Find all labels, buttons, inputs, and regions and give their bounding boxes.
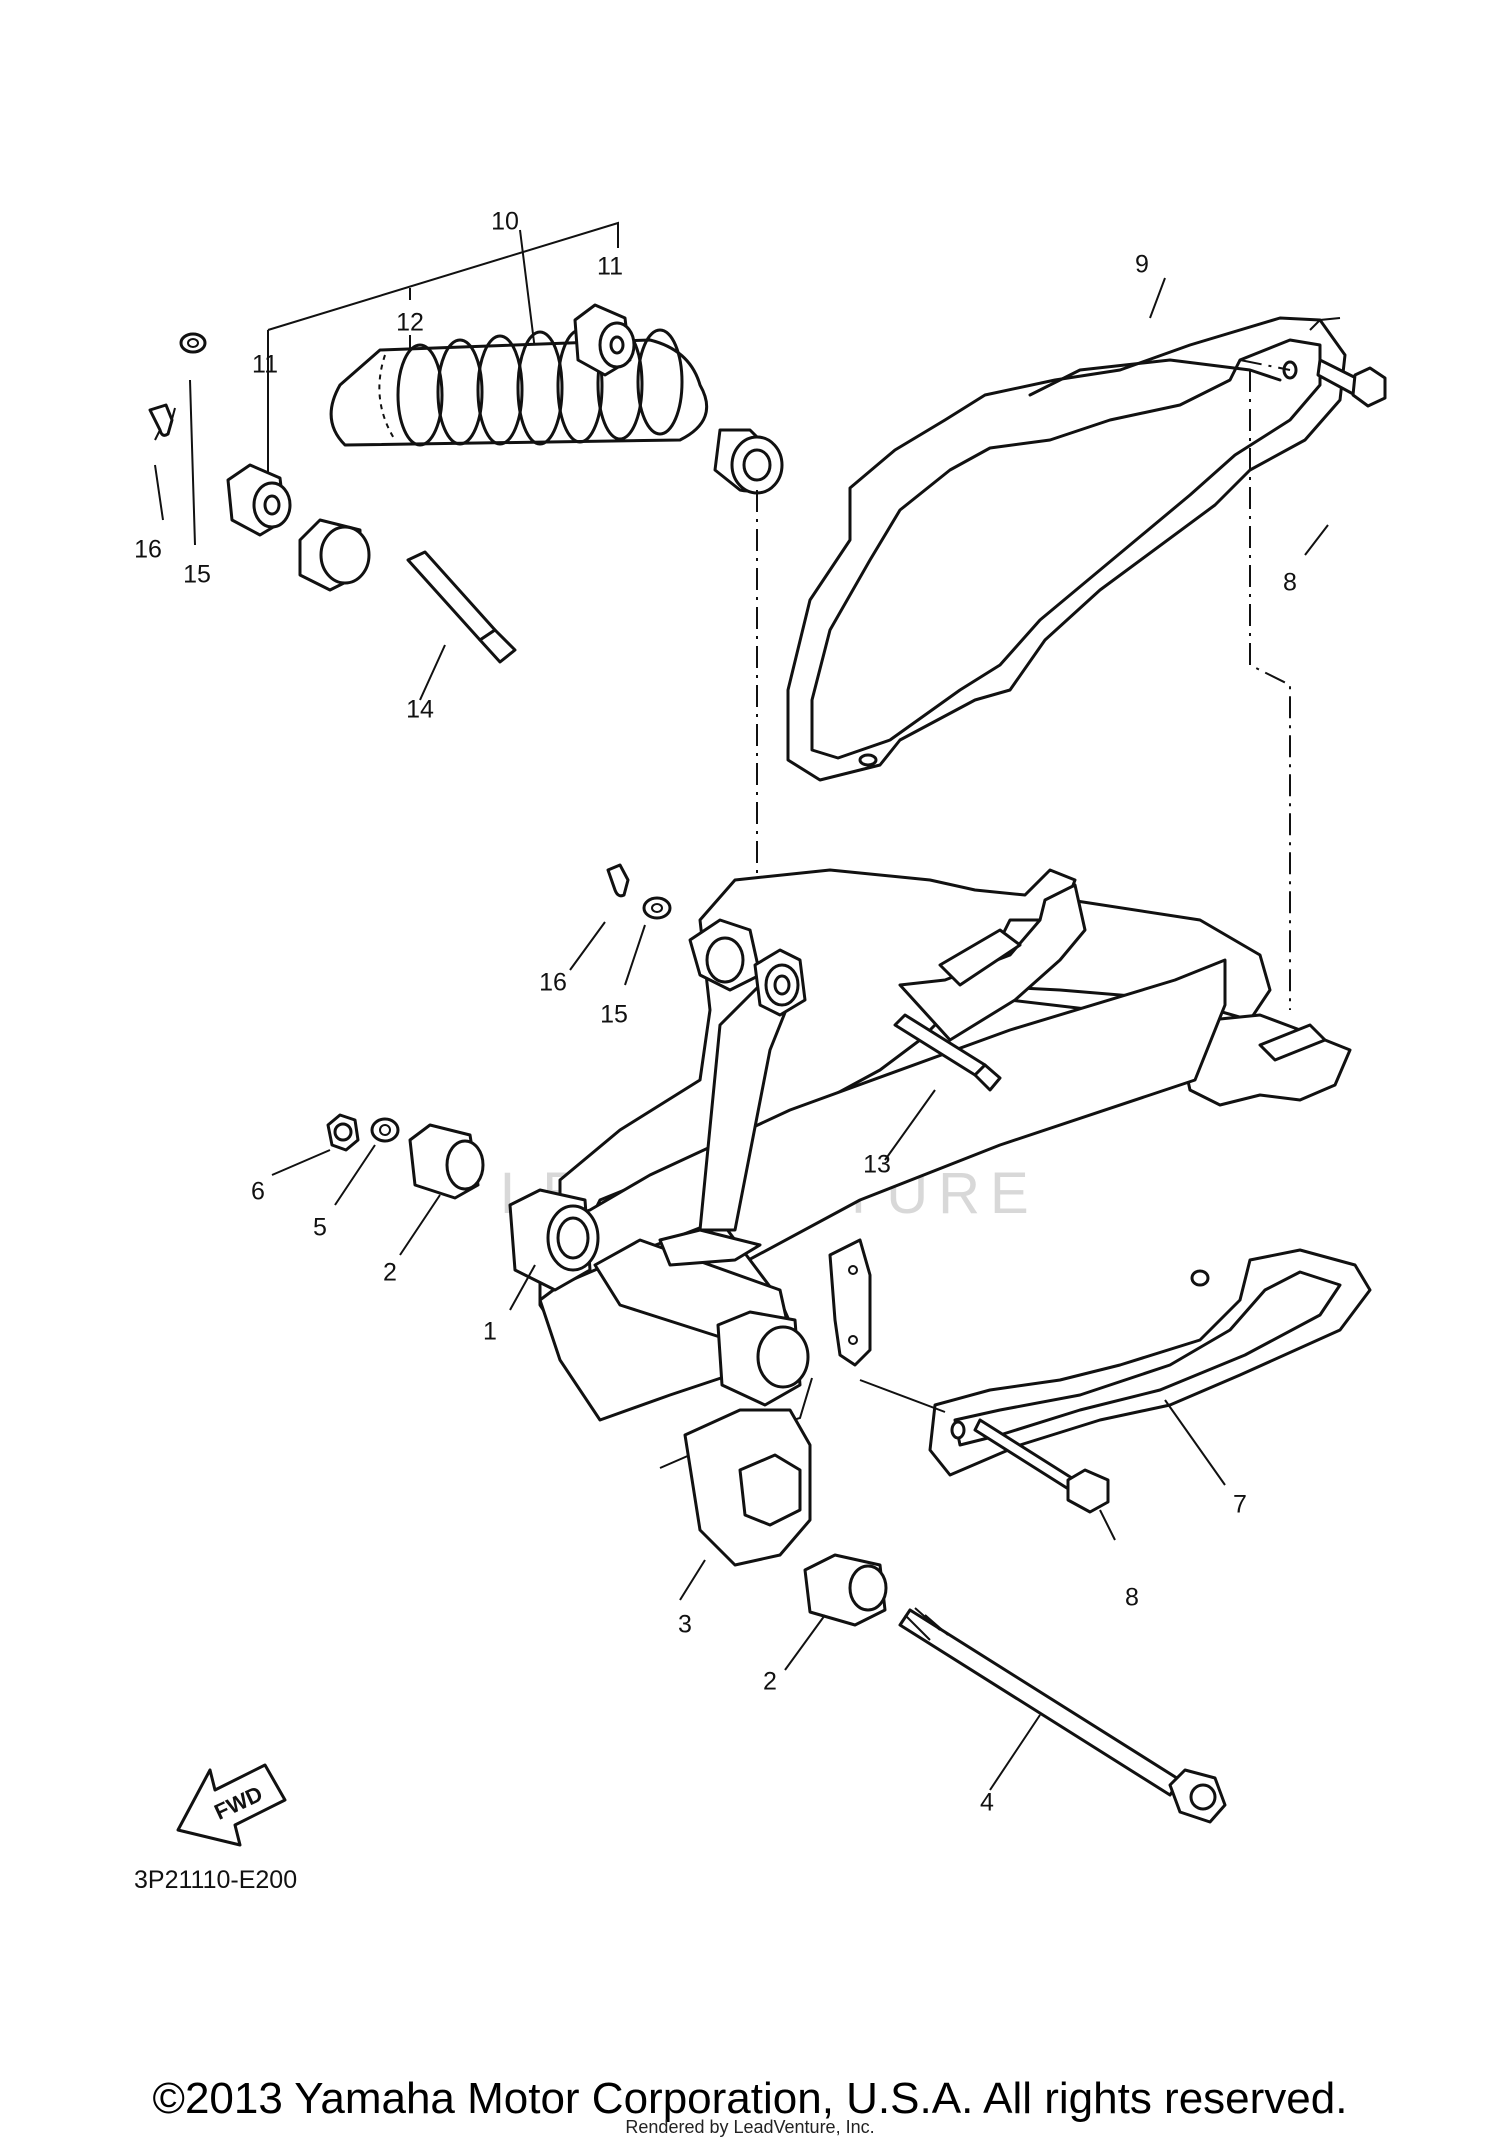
callout-11-left: 11	[252, 350, 278, 379]
callout-1: 1	[483, 1317, 497, 1346]
fwd-arrow-icon: FWD	[176, 1763, 287, 1847]
callout-12: 12	[396, 308, 424, 337]
callout-16-lower: 16	[539, 968, 567, 997]
chain-case	[786, 277, 1387, 1010]
callout-9: 9	[1135, 250, 1149, 279]
callout-15-upper: 15	[183, 560, 211, 589]
left-pivot-hardware	[271, 1113, 485, 1256]
callout-8-lower: 8	[1125, 1583, 1139, 1612]
lower-bushing	[784, 1553, 888, 1671]
callout-5: 5	[313, 1213, 327, 1242]
callout-10: 10	[491, 207, 519, 236]
copyright-notice: ©2013 Yamaha Motor Corporation, U.S.A. A…	[152, 2074, 1348, 2123]
callout-8-upper: 8	[1283, 568, 1297, 597]
callout-14: 14	[406, 695, 434, 724]
swingarm	[508, 868, 1352, 1422]
shock-lower-mount-hardware	[569, 863, 1002, 1092]
callout-15-lower: 15	[600, 1000, 628, 1029]
callout-16-upper: 16	[134, 535, 162, 564]
rendered-by-notice: Rendered by LeadVenture, Inc.	[625, 2117, 875, 2137]
pivot-shaft	[898, 1607, 1227, 1824]
shock-absorber	[148, 221, 784, 701]
callout-7: 7	[1233, 1490, 1247, 1519]
callout-3: 3	[678, 1610, 692, 1639]
callout-11-right: 11	[597, 252, 623, 281]
callout-4: 4	[980, 1788, 994, 1817]
swingarm-buffer	[659, 1377, 813, 1601]
diagram-code: 3P21110-E200	[134, 1866, 298, 1894]
chain-guard	[928, 1248, 1372, 1486]
callout-2-lower: 2	[763, 1667, 777, 1696]
callout-6: 6	[251, 1177, 265, 1206]
callout-13: 13	[863, 1150, 891, 1179]
guard-bolt	[859, 1379, 1116, 1541]
callout-2-left: 2	[383, 1258, 397, 1287]
